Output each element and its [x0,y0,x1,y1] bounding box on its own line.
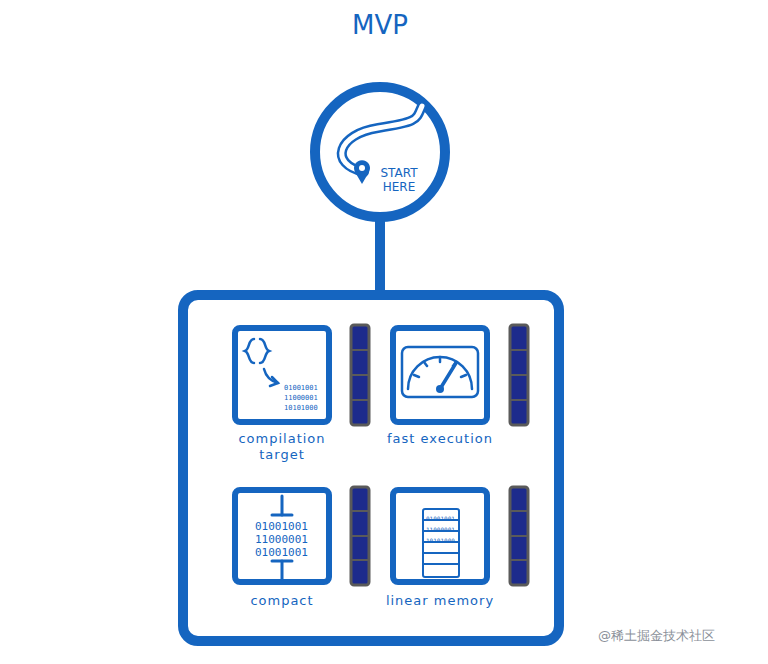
binary-digits: 11000001 [284,393,318,403]
feature-box: compilation target0100100111000001101010… [232,325,332,425]
feature-box: fast execution [390,325,490,425]
mvp-panel: compilation target0100100111000001101010… [178,290,564,646]
start-circle: MVPSTART HERE [310,82,450,222]
binary-digits: 01001001 [426,513,455,524]
binary-digits: 10101000 [426,535,455,546]
binary-digits: 01001001 [255,546,308,559]
connector [375,220,385,292]
watermark: @稀土掘金技术社区 [598,627,715,645]
binary-digits: 01001001 [255,520,308,533]
feature-box: linear memory010010011100000110101000 [390,487,490,585]
binary-digits: 10101000 [284,403,318,413]
feature-caption: compact [222,593,342,609]
binary-digits: 11000001 [255,533,308,546]
feature-caption: fast execution [385,431,495,447]
winding-road [320,92,440,212]
binary-digits: 01001001 [284,383,318,393]
feature-box: compact010010011100000101001001 [232,487,332,585]
binary-digits: 11000001 [426,524,455,535]
feature-icon [396,331,484,419]
feature-caption: linear memory [365,593,515,609]
start-label: START HERE [370,166,428,195]
title: MVP [280,10,480,40]
feature-caption: compilation target [227,431,337,462]
